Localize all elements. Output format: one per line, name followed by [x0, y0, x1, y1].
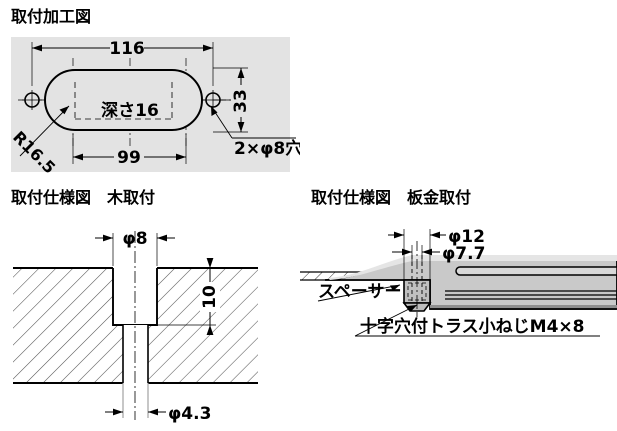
handle-profile [324, 255, 617, 310]
wood-mount-diagram: φ8 10 φ4.3 [0, 205, 300, 431]
heading-metal-mount: 取付仕様図 板金取付 [311, 188, 472, 207]
metal-extension-lines [403, 229, 431, 281]
screw-label: 十字穴付トラス小ねじM4×8 [360, 316, 584, 337]
slot-hidden-edges [74, 82, 173, 120]
dimension-116: 116 [32, 38, 213, 59]
phi8-hole-left [22, 90, 42, 110]
dimension-phi8: φ8 [95, 229, 175, 249]
heading-wood-mount: 取付仕様図 木取付 [11, 188, 156, 207]
dimension-phi12-label: φ12 [448, 227, 485, 247]
dimension-phi8-label: φ8 [122, 229, 147, 249]
drilling-diagram: 116 99 33 R16.5 [0, 26, 300, 176]
through-hole [122, 325, 149, 383]
holes-note-label: 2×φ8穴 [234, 138, 300, 159]
dimension-depth-10: 10 [200, 258, 220, 335]
depth-extension-lines [157, 267, 216, 326]
dimension-phi43: φ4.3 [105, 404, 211, 424]
spacer-label: スペーサー [318, 282, 401, 302]
dimension-99: 99 [73, 147, 186, 168]
hole-projection-lines [122, 383, 149, 418]
leader-holes-note: 2×φ8穴 [210, 105, 300, 159]
dimension-99-label: 99 [117, 148, 141, 168]
dimension-phi77: φ7.7 [392, 244, 485, 264]
depth-note: 深さ16 [101, 100, 159, 121]
slot-outline [44, 69, 203, 131]
dimension-33: 33 [231, 68, 251, 132]
extension-lines [31, 42, 248, 164]
dimension-phi43-label: φ4.3 [168, 404, 211, 424]
dimension-33-label: 33 [231, 89, 251, 113]
metal-mount-diagram: φ12 φ7.7 スペーサー 十字穴付トラス小ねじM4×8 [300, 205, 617, 431]
leader-screw: 十字穴付トラス小ねじM4×8 [354, 304, 600, 337]
leader-spacer: スペーサー [317, 282, 401, 302]
dimension-116-label: 116 [109, 39, 145, 59]
dimension-depth-10-label: 10 [200, 285, 220, 309]
dimension-phi12: φ12 [388, 227, 485, 247]
heading-drilling-diagram: 取付加工図 [11, 7, 92, 26]
dimension-phi77-label: φ7.7 [442, 244, 485, 264]
